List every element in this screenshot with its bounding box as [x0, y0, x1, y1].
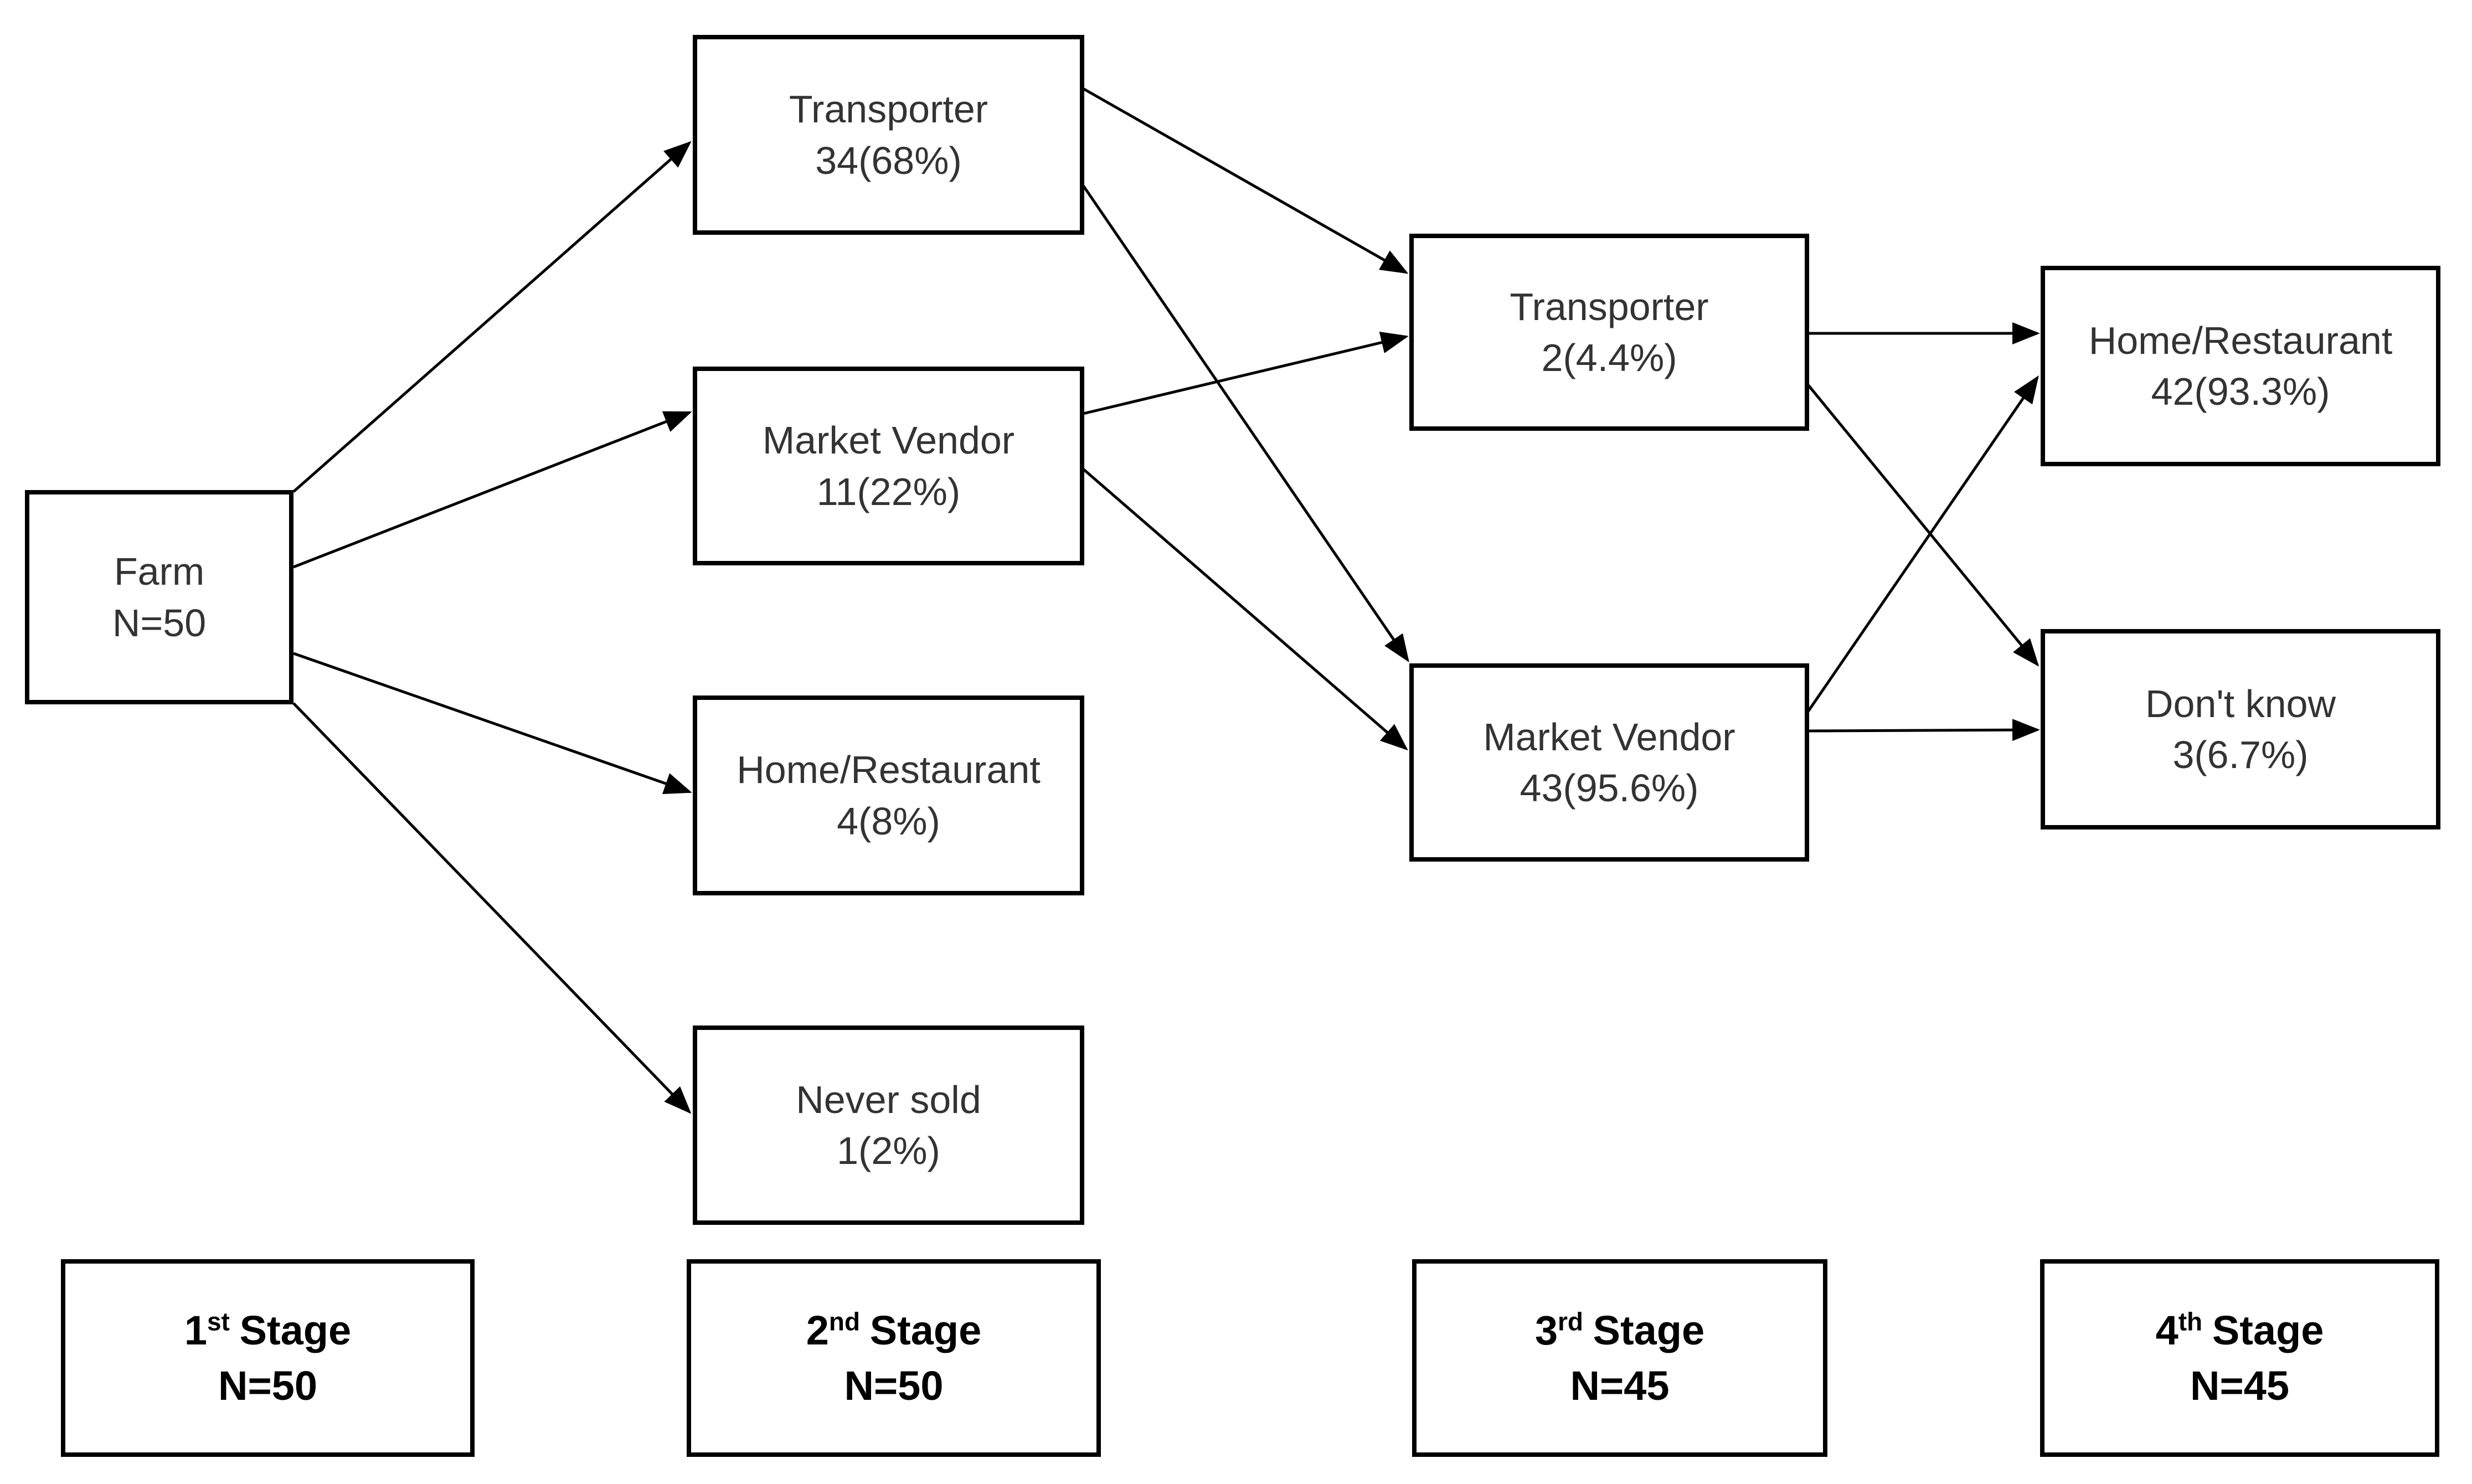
stage-title: 2nd Stage: [806, 1303, 981, 1358]
stage-ordinal-suffix: st: [207, 1306, 230, 1336]
edge-marketvendor3-homerestaurant4: [1806, 375, 2039, 713]
edge-farm-marketvendor2: [293, 411, 692, 569]
node-label: Transporter: [789, 87, 988, 131]
stage-ordinal: 4: [2155, 1307, 2179, 1353]
stage-box-1: 1st Stage N=50: [61, 1259, 475, 1457]
edge-farm-neversold2: [292, 702, 692, 1114]
node-value: 42(93.3%): [2151, 370, 2330, 413]
stage-word: Stage: [239, 1307, 352, 1353]
stage-title: 4th Stage: [2156, 1303, 2324, 1358]
stage-ordinal: 2: [806, 1307, 829, 1353]
node-value: 11(22%): [816, 470, 961, 513]
node-transporter-2: Transporter 34(68%): [693, 35, 1084, 235]
edge-marketvendor2-marketvendor3: [1082, 468, 1408, 751]
edge-marketvendor3-dontknow4: [1807, 719, 2040, 741]
stage-ordinal: 1: [184, 1307, 208, 1353]
edge-transporter2-transporter3: [1082, 87, 1409, 274]
stage-word: Stage: [2212, 1307, 2324, 1353]
node-value: 4(8%): [837, 799, 940, 843]
node-value: 34(68%): [815, 138, 962, 182]
node-never-sold-2: Never sold 1(2%): [693, 1026, 1084, 1225]
stage-n: N=50: [218, 1362, 317, 1409]
node-value: N=50: [112, 601, 207, 645]
node-label: Transporter: [1510, 285, 1709, 328]
edge-farm-transporter2: [292, 141, 692, 493]
node-transporter-3: Transporter 2(4.4%): [1409, 234, 1809, 431]
node-value: 2(4.4%): [1541, 336, 1677, 379]
node-label: Farm: [114, 550, 205, 594]
node-value: 3(6.7%): [2172, 733, 2309, 776]
node-home-restaurant-2: Home/Restaurant 4(8%): [693, 695, 1084, 895]
edge-transporter2-marketvendor3: [1082, 184, 1409, 663]
node-label: Market Vendor: [762, 419, 1015, 462]
stage-box-3: 3rd Stage N=45: [1412, 1259, 1827, 1457]
node-label: Home/Restaurant: [737, 748, 1041, 792]
node-farm: Farm N=50: [25, 490, 293, 704]
edge-transporter3-dontknow4: [1807, 384, 2040, 667]
node-label: Never sold: [796, 1078, 981, 1121]
edge-farm-homerestaurant2: [293, 652, 692, 795]
stage-word: Stage: [869, 1307, 982, 1353]
stage-title: 1st Stage: [184, 1303, 351, 1358]
node-market-vendor-3: Market Vendor 43(95.6%): [1409, 663, 1809, 862]
stage-ordinal-suffix: rd: [1558, 1306, 1583, 1336]
node-label: Don't know: [2145, 682, 2336, 725]
node-label: Home/Restaurant: [2088, 318, 2393, 362]
node-dont-know-4: Don't know 3(6.7%): [2041, 629, 2440, 829]
stage-ordinal-suffix: th: [2178, 1306, 2203, 1336]
stage-n: N=50: [844, 1362, 944, 1409]
stage-box-2: 2nd Stage N=50: [687, 1259, 1101, 1457]
stage-ordinal-suffix: nd: [828, 1306, 860, 1336]
node-home-restaurant-4: Home/Restaurant 42(93.3%): [2041, 266, 2440, 466]
stage-n: N=45: [1570, 1362, 1670, 1409]
node-value: 43(95.6%): [1520, 766, 1699, 810]
node-label: Market Vendor: [1483, 715, 1735, 759]
node-value: 1(2%): [837, 1129, 940, 1172]
node-market-vendor-2: Market Vendor 11(22%): [693, 367, 1084, 565]
stage-ordinal: 3: [1534, 1307, 1558, 1353]
stage-n: N=45: [2190, 1362, 2289, 1409]
stage-title: 3rd Stage: [1535, 1303, 1704, 1358]
stage-word: Stage: [1593, 1307, 1705, 1353]
stage-box-4: 4th Stage N=45: [2040, 1259, 2439, 1457]
edge-marketvendor2-transporter3: [1083, 331, 1409, 415]
